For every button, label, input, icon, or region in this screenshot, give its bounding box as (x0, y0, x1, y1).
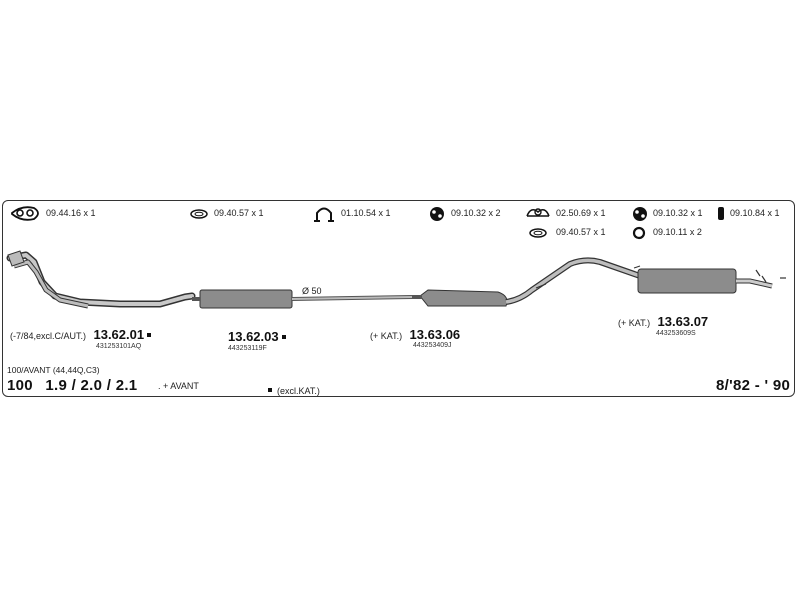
pipe-diameter-label: Ø 50 (302, 286, 322, 296)
part-prefix: (+ KAT.) (370, 331, 403, 341)
hardware-label-ring: 09.40.57 x 1 (214, 208, 264, 218)
vehicle-model-line: 100 1.9 / 2.0 / 2.1 (7, 377, 137, 395)
hardware-label-clamp: 01.10.54 x 1 (341, 208, 391, 218)
front-muffler (192, 289, 293, 309)
part-number: 13.62.03 (228, 329, 279, 344)
rear-pipe (505, 257, 641, 305)
ring-icon (529, 228, 547, 238)
excl-kat-marker (268, 387, 272, 392)
hardware-label-gasket: 09.44.16 x 1 (46, 208, 96, 218)
hardware-label-rubber-mount-2: 09.10.32 x 1 (653, 208, 703, 218)
vehicle-variant: 100/AVANT (44,44Q,C3) (7, 365, 100, 375)
oem-number-front-pipe: 431253101AQ (96, 343, 142, 350)
center-muffler (412, 289, 508, 307)
excl-kat-marker (147, 332, 152, 337)
production-years: 8/'82 - ' 90 (716, 377, 791, 394)
rubber-mount-icon (633, 207, 647, 221)
hanger-icon (718, 207, 724, 220)
part-label-rear-muffler: (+ KAT.) 13.63.07 (618, 313, 708, 331)
o-ring-icon (632, 226, 646, 240)
hardware-label-bracket: 02.50.69 x 1 (556, 208, 606, 218)
part-label-center-muffler: (+ KAT.) 13.63.06 (370, 326, 460, 344)
clamp-icon (314, 207, 334, 222)
part-number: 13.63.07 (657, 314, 709, 329)
legend-excl-kat: (excl.KAT.) (268, 381, 320, 399)
bracket-icon (526, 208, 550, 217)
hardware-label-rubber-mount: 09.10.32 x 2 (451, 208, 501, 218)
hardware-label-hanger: 09.10.84 x 1 (730, 208, 780, 218)
part-number: 13.63.06 (409, 327, 461, 342)
part-label-front-pipe: (-7/84,excl.C/AUT.) 13.62.01 (10, 326, 152, 344)
part-prefix: (+ KAT.) (618, 318, 651, 328)
gasket-icon (11, 206, 39, 221)
tailpipe (736, 269, 786, 289)
legend-avant: . + AVANT (158, 381, 199, 391)
legend-excl-kat-text: (excl.KAT.) (277, 386, 320, 396)
front-pipe (6, 250, 196, 309)
excl-kat-marker (281, 334, 286, 339)
oem-number-front-muffler: 443253119F (228, 345, 267, 352)
engine-sizes: 1.9 / 2.0 / 2.1 (45, 377, 138, 394)
oem-number-center-muffler: 443253409J (413, 342, 452, 349)
part-number: 13.62.01 (93, 327, 145, 342)
hardware-label-o-ring: 09.10.11 x 2 (653, 227, 702, 237)
ring-icon (190, 209, 208, 219)
part-prefix: (-7/84,excl.C/AUT.) (10, 331, 87, 341)
rubber-mount-icon (430, 207, 444, 221)
rear-muffler (633, 265, 737, 294)
oem-number-rear-muffler: 443253609S (656, 330, 696, 337)
part-label-front-muffler: 13.62.03 (228, 328, 286, 346)
hardware-label-ring-2: 09.40.57 x 1 (556, 227, 606, 237)
middle-pipe (291, 295, 413, 301)
vehicle-model: 100 (7, 377, 33, 394)
